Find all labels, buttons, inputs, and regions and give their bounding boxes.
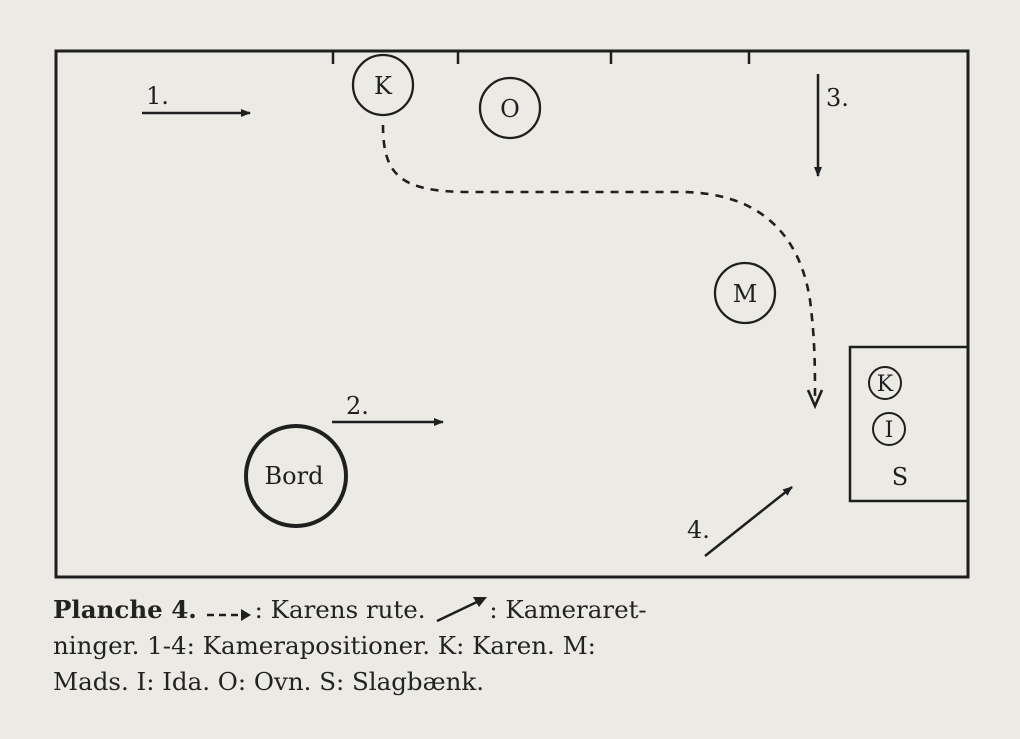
dashed-arrow-icon [206,609,251,621]
camera-arrow-4 [704,486,793,557]
bench-box [848,345,970,503]
caption-line-3: Mads. I: Ida. O: Ovn. S: Slagbænk. [53,667,485,696]
table-marker: Bord [244,424,348,528]
marker-label: I [885,418,894,443]
marker-label: K [877,372,894,397]
caption-camera-legend: : Kameraret- [489,595,647,624]
caption: Planche 4. : Karens rute. : Kameraret- n… [53,592,753,700]
caption-heading: Planche 4. [53,595,197,624]
camera-label-3: 3. [826,84,849,112]
marker-oven: O [478,76,542,140]
caption-route-legend: : Karens rute. [254,595,426,624]
camera-arrow-icon [436,597,488,623]
karen-route [381,124,817,404]
floor-plan: 1. 2. 3. 4. K O M K I S Bord [54,49,970,579]
camera-label-1: 1. [146,82,169,110]
karen-route-arrowhead [806,389,824,410]
table-label: Bord [265,462,324,490]
wall-ticks [331,51,751,64]
camera-label-2: 2. [346,392,369,420]
marker-label: M [733,280,758,308]
room-outline [54,49,970,579]
caption-line-2: ninger. 1-4: Kamerapositioner. K: Karen.… [53,631,596,660]
marker-label: O [500,95,520,123]
marker-karen-start: K [351,53,415,117]
camera-label-4: 4. [687,516,710,544]
marker-ida: I [872,412,906,446]
caption-line-1: Planche 4. : Karens rute. : Kameraret- [53,592,753,628]
marker-mads: M [713,261,777,325]
marker-karen-bench: K [868,366,902,400]
bench-label: S [892,463,908,491]
marker-label: K [374,72,393,100]
